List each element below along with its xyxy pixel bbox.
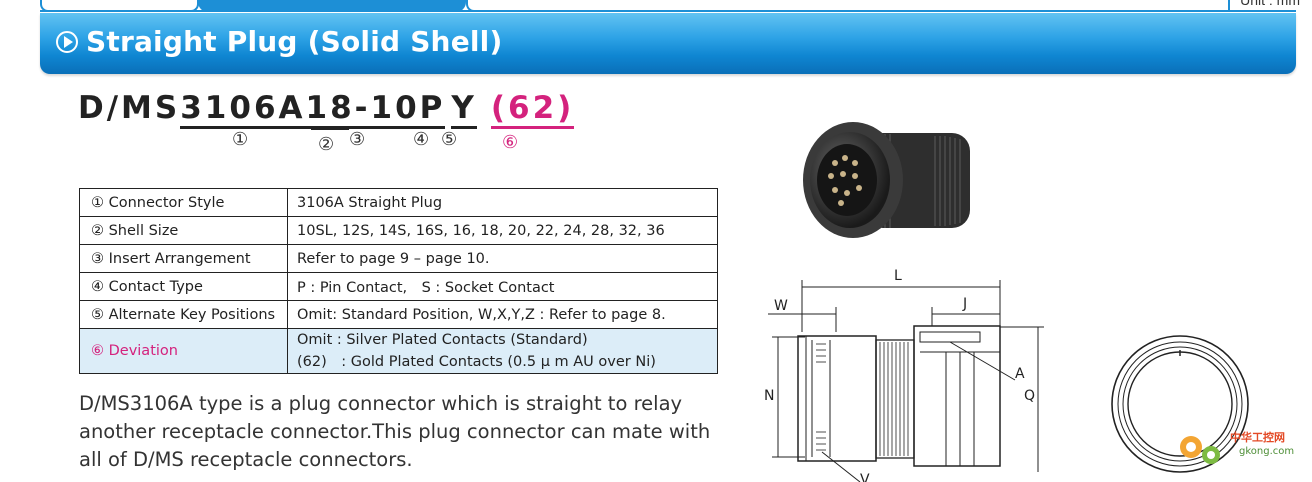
row-value: P : Pin Contact, S : Socket Contact bbox=[287, 272, 718, 301]
tab-active[interactable] bbox=[198, 0, 466, 12]
end-view-drawing bbox=[1111, 335, 1249, 473]
row-label: ③ Insert Arrangement bbox=[79, 244, 288, 273]
row-label: ② Shell Size bbox=[79, 216, 288, 245]
row-value: 3106A Straight Plug bbox=[287, 188, 718, 217]
dim-label-L: L bbox=[894, 268, 902, 284]
part-insert: 10 bbox=[370, 90, 420, 129]
top-tab-strip bbox=[0, 0, 1312, 12]
row-value: Refer to page 9 – page 10. bbox=[287, 244, 718, 273]
marker-6: ⑥ bbox=[502, 132, 519, 153]
play-circle-icon bbox=[56, 31, 78, 53]
watermark-url: gkong.com bbox=[1239, 446, 1295, 457]
deviation-line-1: Omit : Silver Plated Contacts (Standard) bbox=[297, 332, 588, 348]
marker-1: ① bbox=[232, 129, 249, 150]
part-key: Y bbox=[451, 90, 477, 129]
dim-label-V: V bbox=[860, 472, 870, 482]
part-style: 3106A bbox=[180, 90, 306, 129]
marker-4: ④ bbox=[413, 129, 430, 150]
part-prefix: D/MS bbox=[78, 90, 181, 126]
tab-baseline bbox=[40, 10, 1296, 12]
table-row: ② Shell Size 10SL, 12S, 14S, 16S, 16, 18… bbox=[79, 216, 718, 245]
description-text: D/MS3106A type is a plug connector which… bbox=[79, 392, 711, 471]
watermark-text: 中华工控网 bbox=[1230, 431, 1285, 444]
dim-label-N: N bbox=[764, 388, 774, 404]
table-row: ④ Contact Type P : Pin Contact, S : Sock… bbox=[79, 272, 718, 301]
section-title-bar: Straight Plug (Solid Shell) bbox=[40, 13, 1296, 74]
table-row: ① Connector Style 3106A Straight Plug bbox=[79, 188, 718, 217]
row-label: ① Connector Style bbox=[79, 188, 288, 217]
side-view-drawing: L W J A N Q V bbox=[764, 268, 1044, 482]
row-value: Omit: Standard Position, W,X,Y,Z : Refer… bbox=[287, 300, 718, 329]
marker-3: ③ bbox=[349, 129, 366, 150]
spec-table: ① Connector Style 3106A Straight Plug ② … bbox=[79, 188, 718, 374]
part-dash: - bbox=[354, 90, 371, 129]
table-row: ⑤ Alternate Key Positions Omit: Standard… bbox=[79, 300, 718, 329]
deviation-line-2: (62) : Gold Plated Contacts (0.5 μ m AU … bbox=[297, 354, 656, 370]
dim-label-W: W bbox=[774, 298, 788, 314]
row-value: Omit : Silver Plated Contacts (Standard)… bbox=[287, 328, 718, 374]
part-deviation: (62) bbox=[490, 90, 575, 129]
row-label: ④ Contact Type bbox=[79, 272, 288, 301]
dim-label-Q: Q bbox=[1024, 388, 1035, 404]
watermark-logo bbox=[1180, 436, 1220, 464]
section-title: Straight Plug (Solid Shell) bbox=[86, 25, 503, 58]
part-shell: 18 bbox=[305, 90, 355, 129]
connector-photo bbox=[803, 122, 970, 238]
table-row-deviation: ⑥ Deviation Omit : Silver Plated Contact… bbox=[79, 328, 718, 374]
unit-label: Unit : mm bbox=[1240, 0, 1300, 8]
part-contact: P bbox=[419, 90, 446, 129]
table-row: ③ Insert Arrangement Refer to page 9 – p… bbox=[79, 244, 718, 273]
shell-size-underline bbox=[311, 127, 349, 130]
dim-label-J: J bbox=[962, 296, 967, 312]
marker-5: ⑤ bbox=[441, 129, 458, 150]
row-value: 10SL, 12S, 14S, 16S, 16, 18, 20, 22, 24,… bbox=[287, 216, 718, 245]
marker-2: ② bbox=[318, 134, 335, 155]
dim-label-A: A bbox=[1015, 366, 1025, 382]
row-label: ⑤ Alternate Key Positions bbox=[79, 300, 288, 329]
row-label: ⑥ Deviation bbox=[79, 328, 288, 374]
